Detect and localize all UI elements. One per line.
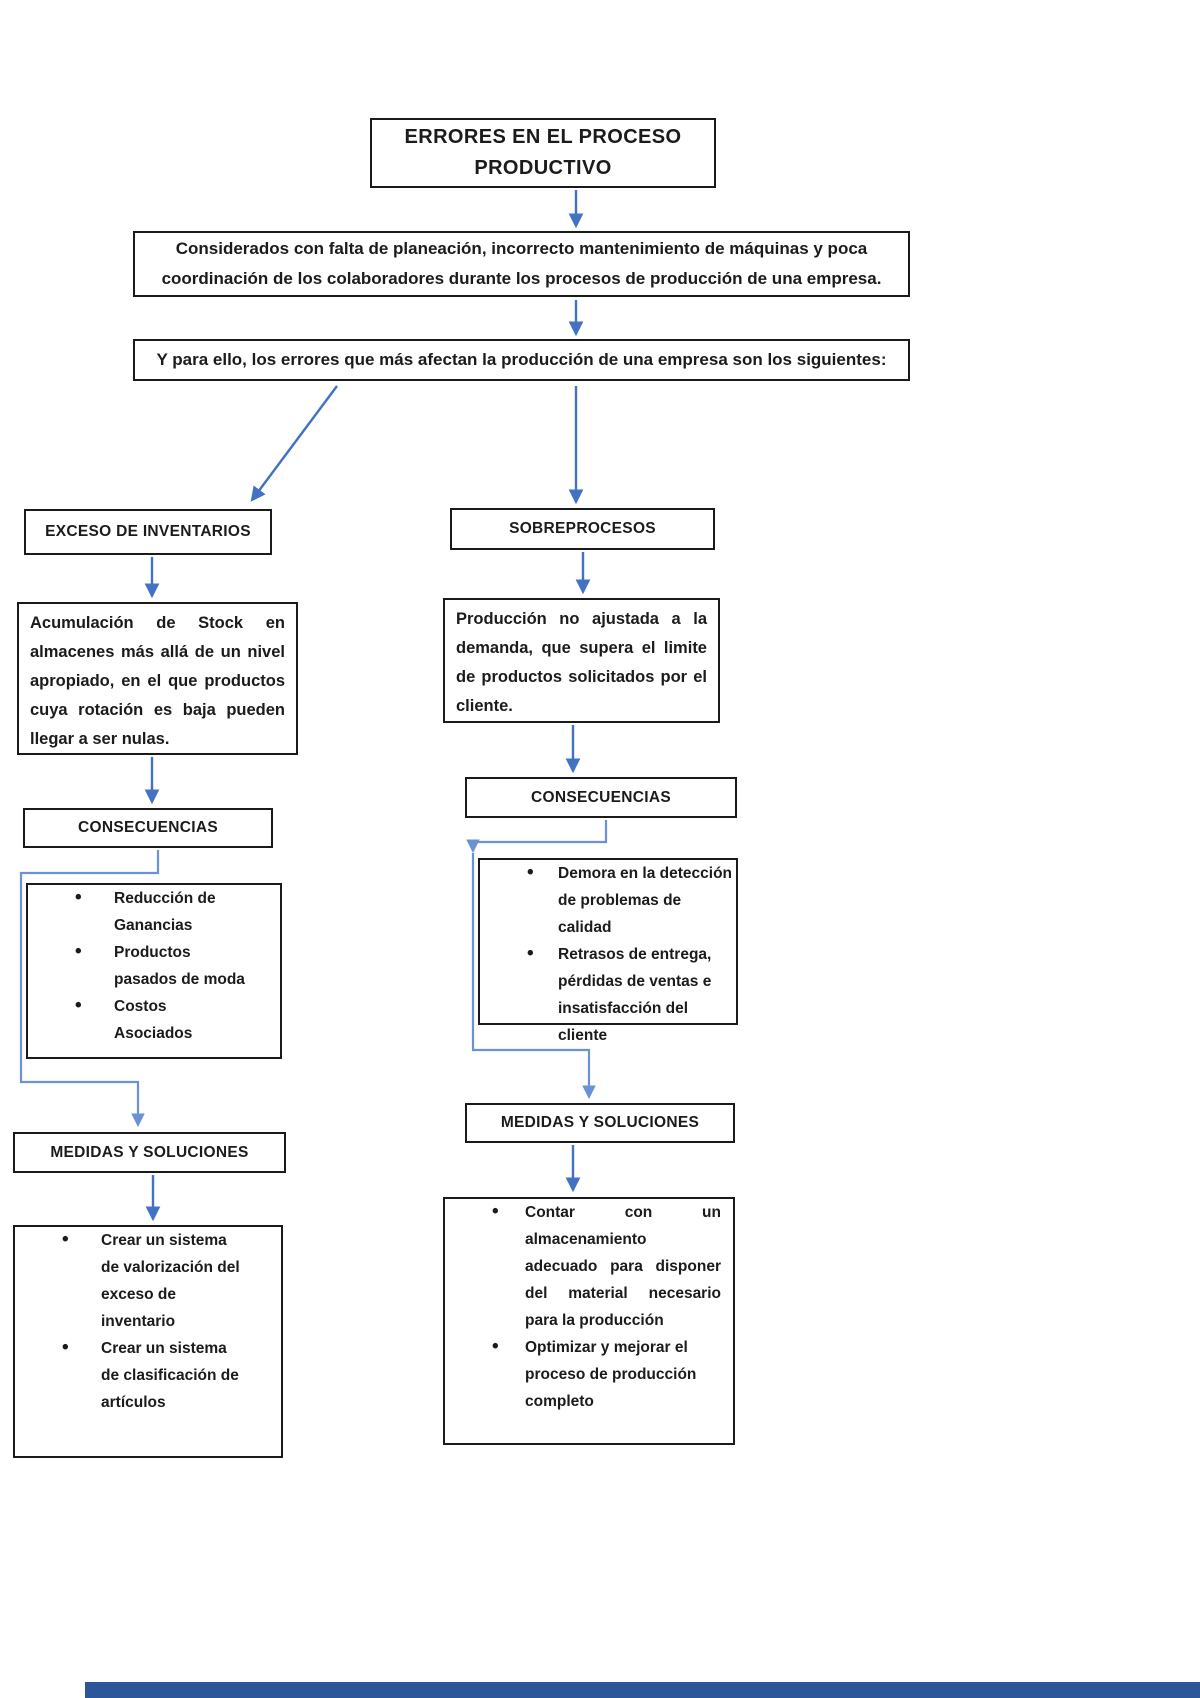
lead-box: Y para ello, los errores que más afectan… <box>133 339 910 381</box>
right-measures-header: MEDIDAS Y SOLUCIONES <box>465 1103 735 1143</box>
bullet-item: Reducción de Ganancias <box>28 884 280 939</box>
bullet-item: Optimizar y mejorar el proceso de produc… <box>445 1333 733 1415</box>
bullet-item: Crear un sistema de clasificación de art… <box>15 1334 281 1416</box>
bullet-item: Retrasos de entrega, pérdidas de ventas … <box>480 940 736 1049</box>
right-measures-list-box: Contar con un almacenamiento adecuado pa… <box>443 1197 735 1445</box>
bullet-item: Demora en la detección de problemas de c… <box>480 859 736 941</box>
intro-box: Considerados con falta de planeación, in… <box>133 231 910 297</box>
left-description-box: Acumulación de Stock en almacenes más al… <box>17 602 298 755</box>
bullet-item: Contar con un almacenamiento adecuado pa… <box>445 1198 733 1334</box>
arrow-lead-to-left-branch <box>250 385 338 502</box>
left-measures-header: MEDIDAS Y SOLUCIONES <box>13 1132 286 1173</box>
right-description-box: Producción no ajustada a la demanda, que… <box>443 598 720 723</box>
left-consequences-list: Reducción de GananciasProductos pasados … <box>28 884 280 1047</box>
left-branch-header: EXCESO DE INVENTARIOS <box>24 509 272 555</box>
left-measures-list-box: Crear un sistema de valorización del exc… <box>13 1225 283 1458</box>
bullet-item: Productos pasados de moda <box>28 938 280 993</box>
diagram-title: ERRORES EN EL PROCESO PRODUCTIVO <box>370 118 716 188</box>
footer-accent-bar <box>85 1682 1200 1698</box>
elbow-right-consequences-to-list <box>466 820 608 854</box>
left-measures-list: Crear un sistema de valorización del exc… <box>15 1226 281 1416</box>
left-consequences-list-box: Reducción de GananciasProductos pasados … <box>26 883 282 1059</box>
bullet-item: Costos Asociados <box>28 992 280 1047</box>
right-branch-header: SOBREPROCESOS <box>450 508 715 550</box>
right-consequences-list-box: Demora en la detección de problemas de c… <box>478 858 738 1044</box>
right-consequences-header: CONSECUENCIAS <box>465 777 737 818</box>
right-consequences-list: Demora en la detección de problemas de c… <box>480 859 736 1049</box>
bullet-item: Crear un sistema de valorización del exc… <box>15 1226 281 1335</box>
left-consequences-header: CONSECUENCIAS <box>23 808 273 848</box>
right-measures-list: Contar con un almacenamiento adecuado pa… <box>445 1198 733 1415</box>
